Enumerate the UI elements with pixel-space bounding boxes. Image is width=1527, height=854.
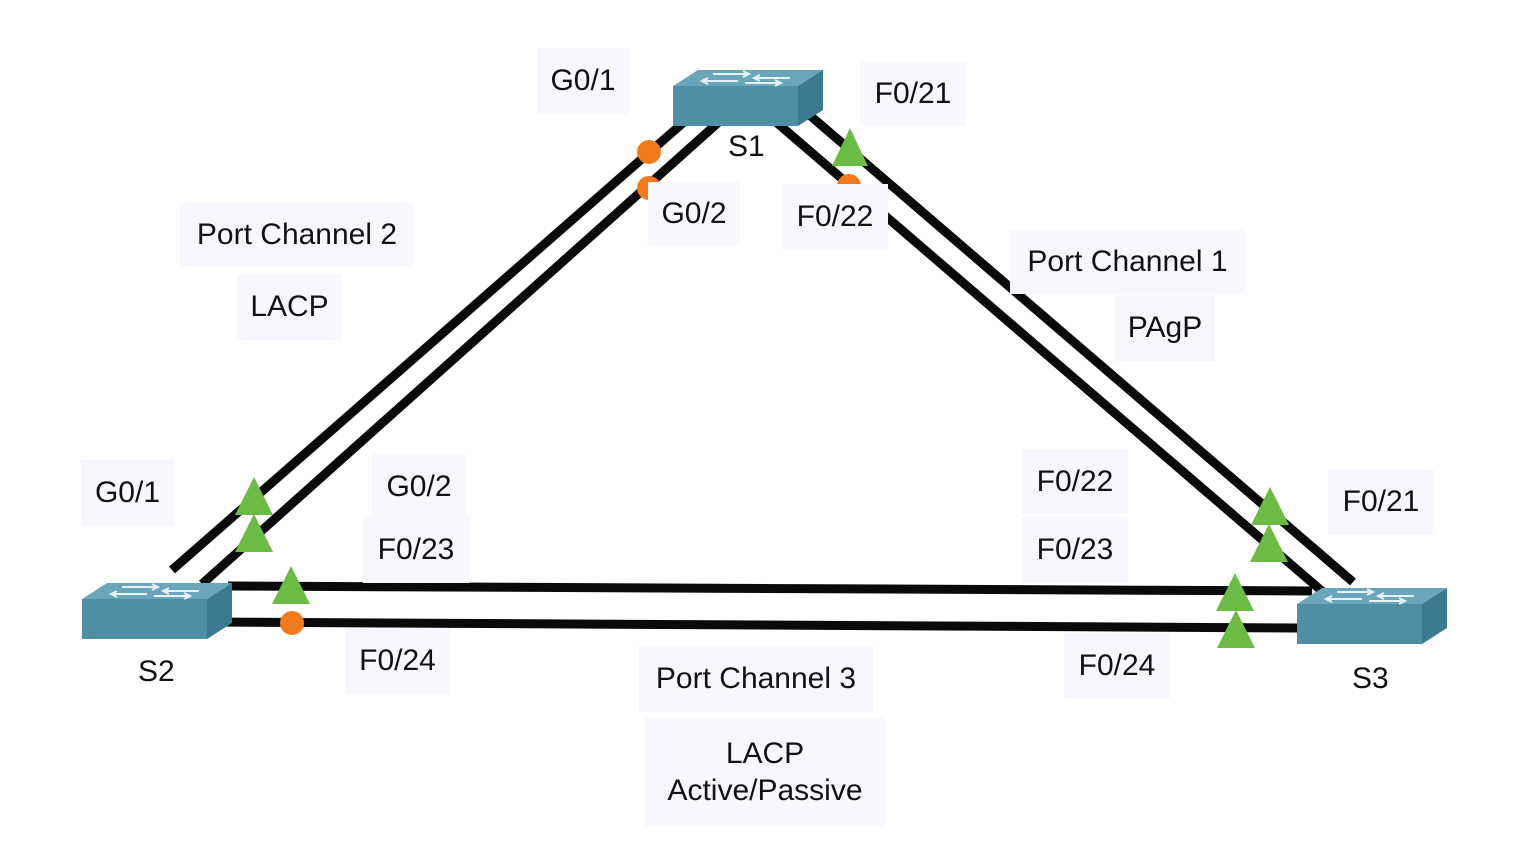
port-label-s3-f023: F0/23 bbox=[1022, 517, 1128, 583]
link-s1-f021-s3-f021 bbox=[789, 96, 1356, 586]
status-up-icon bbox=[1251, 487, 1289, 525]
status-up-icon bbox=[235, 514, 273, 552]
status-blocked-icon bbox=[280, 611, 304, 635]
port-label-s2-g01: G0/1 bbox=[81, 460, 174, 526]
channel-label-pc3-mode: Active/Passive bbox=[667, 774, 863, 807]
port-label-s1-f021: F0/21 bbox=[860, 62, 966, 126]
status-up-icon bbox=[235, 477, 273, 515]
switch-s2[interactable] bbox=[81, 582, 233, 640]
switch-s3[interactable] bbox=[1296, 587, 1448, 645]
status-markers bbox=[235, 128, 1289, 648]
link-s2-f023-s3-f023 bbox=[227, 581, 1313, 596]
status-up-icon bbox=[272, 566, 310, 604]
device-label-s1: S1 bbox=[728, 130, 765, 163]
switch-icon bbox=[81, 582, 233, 640]
status-up-icon bbox=[1216, 573, 1254, 611]
channel-label-pc1-name: Port Channel 1 bbox=[1010, 230, 1245, 294]
device-label-s3: S3 bbox=[1352, 662, 1389, 695]
channel-label-pc2-protocol: LACP bbox=[237, 274, 342, 340]
status-up-icon bbox=[1250, 524, 1288, 562]
switch-icon bbox=[672, 69, 824, 127]
channel-label-pc3-protocol: LACP bbox=[725, 736, 805, 770]
links-layer bbox=[169, 96, 1356, 633]
channel-label-pc2-name: Port Channel 2 bbox=[180, 203, 414, 267]
channel-label-pc1-protocol: PAgP bbox=[1115, 295, 1215, 361]
switch-s1[interactable] bbox=[672, 69, 824, 127]
port-label-s3-f021: F0/21 bbox=[1328, 469, 1434, 535]
status-blocked-icon bbox=[637, 140, 661, 164]
status-up-icon bbox=[832, 128, 868, 166]
port-label-s1-g02: G0/2 bbox=[648, 182, 740, 246]
port-label-s1-g01: G0/1 bbox=[537, 48, 629, 114]
link-s2-f024-s3-f024 bbox=[209, 617, 1303, 633]
channel-label-pc3-detail: LACP Active/Passive bbox=[645, 718, 885, 826]
device-label-s2: S2 bbox=[138, 655, 175, 688]
port-label-s1-f022: F0/22 bbox=[782, 184, 888, 250]
port-label-s2-f024: F0/24 bbox=[345, 628, 450, 694]
port-label-s3-f024: F0/24 bbox=[1064, 633, 1170, 699]
port-label-s2-f023: F0/23 bbox=[363, 517, 469, 583]
port-label-s3-f022: F0/22 bbox=[1022, 449, 1128, 514]
switch-icon bbox=[1296, 587, 1448, 645]
channel-label-pc3-name: Port Channel 3 bbox=[639, 646, 873, 712]
port-label-s2-g02: G0/2 bbox=[372, 454, 466, 520]
status-up-icon bbox=[1217, 610, 1255, 648]
